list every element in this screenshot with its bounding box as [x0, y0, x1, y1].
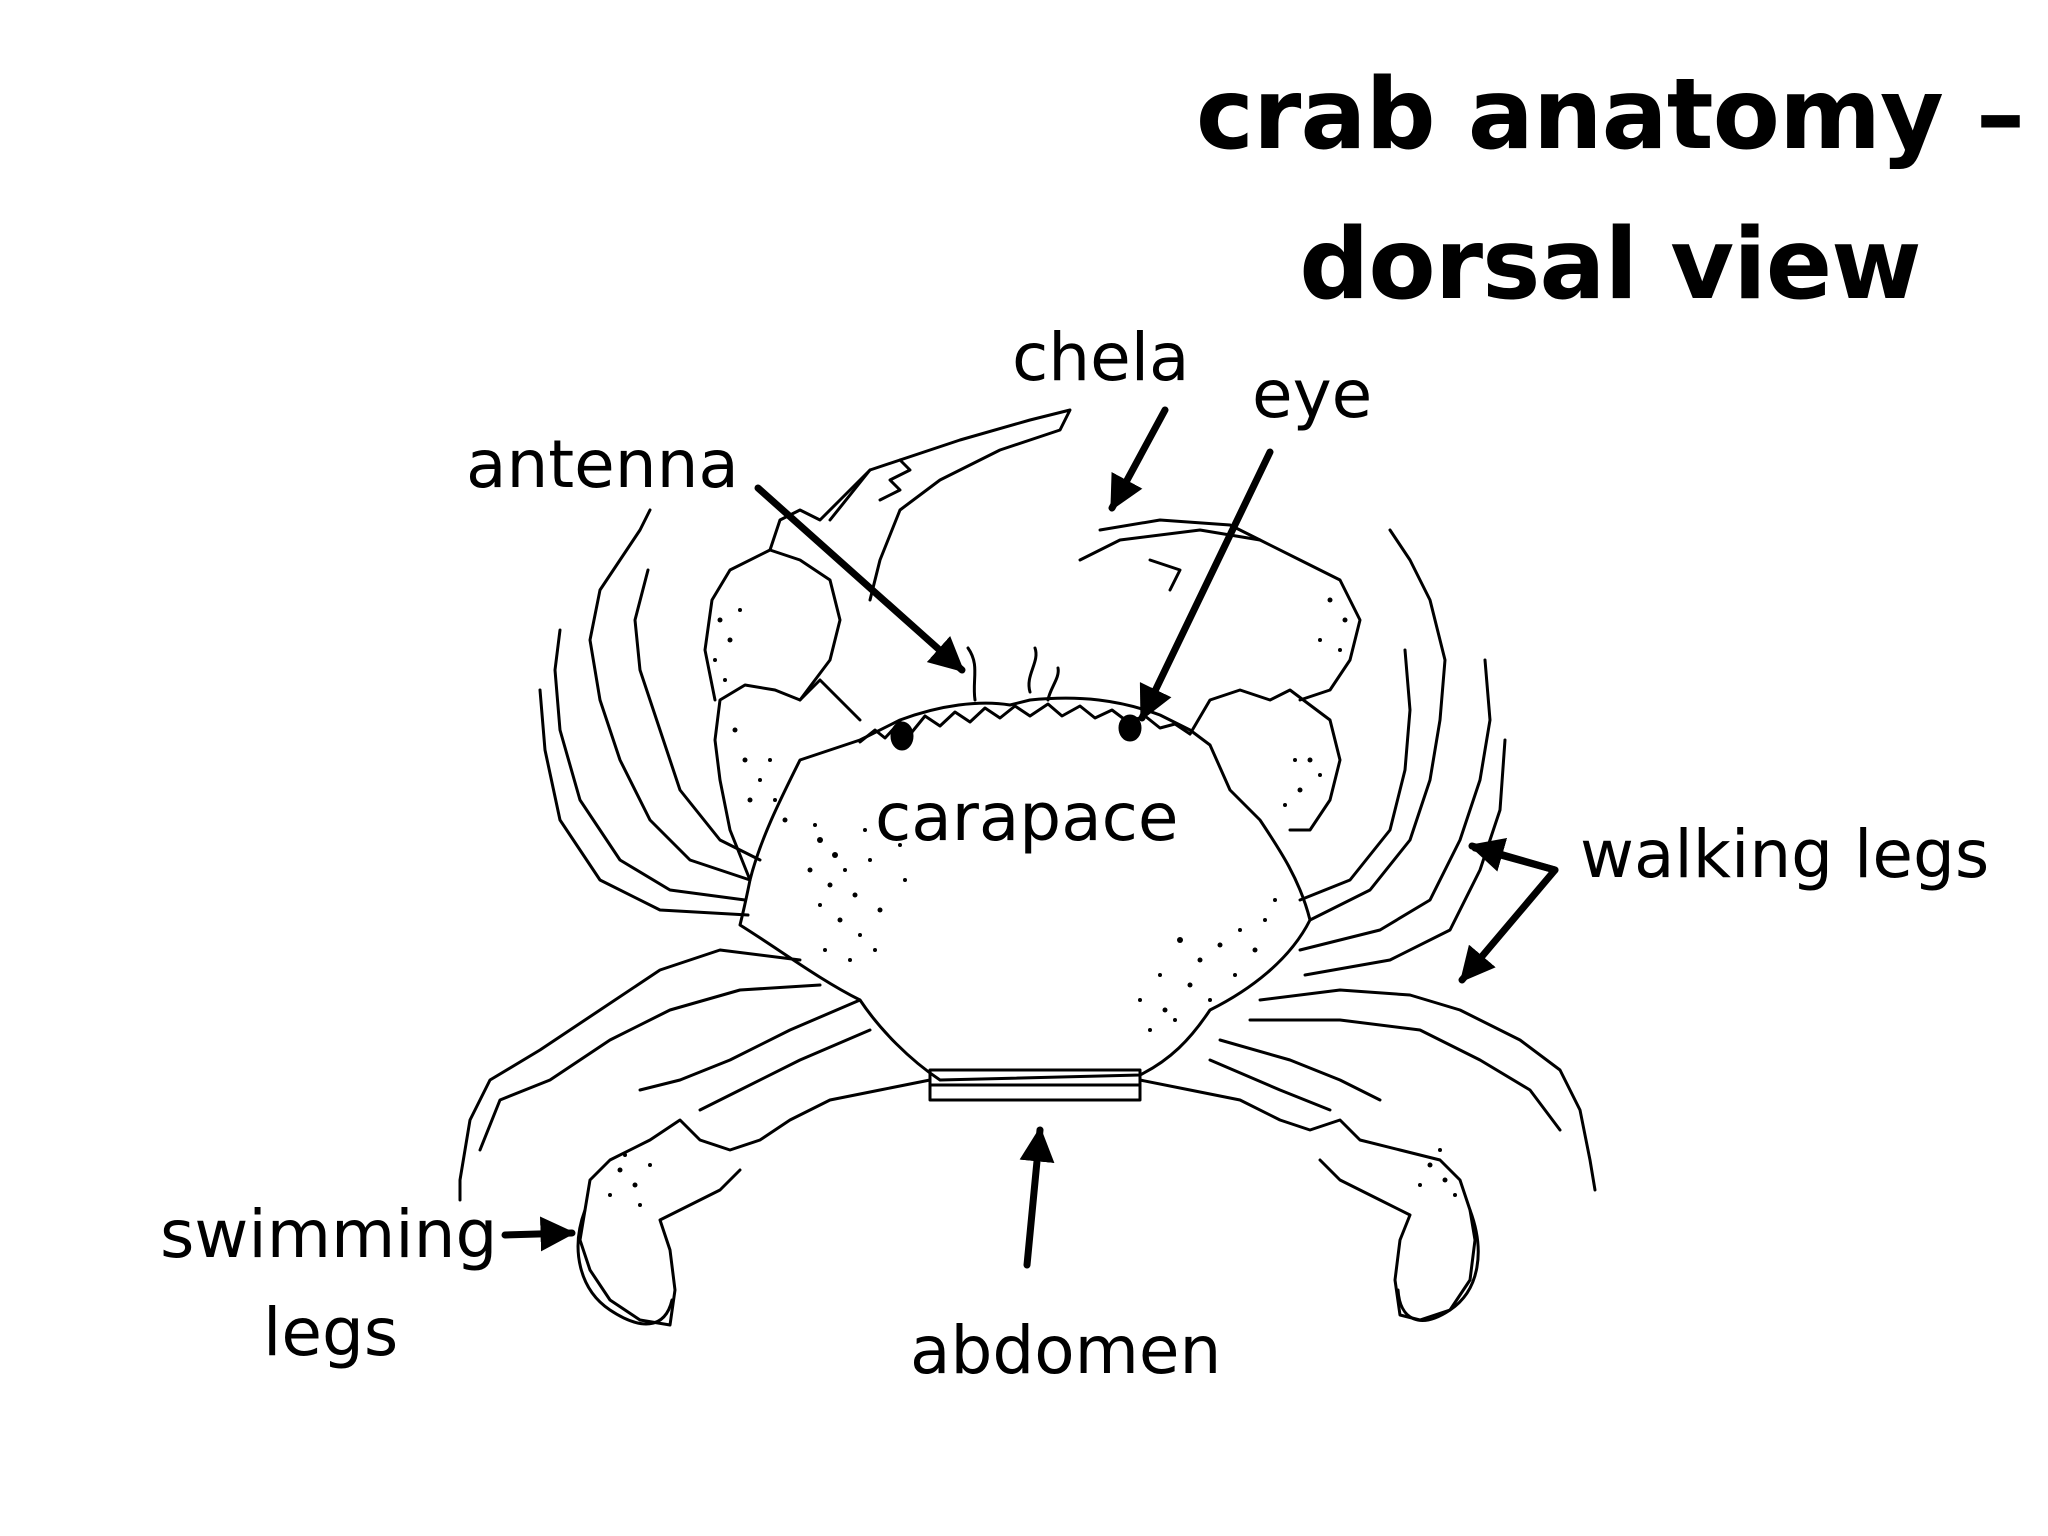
right-swimming-paddle [1396, 1208, 1480, 1322]
arrow-walking-legs-upper [1468, 837, 1559, 874]
antenna-left-shape [966, 646, 977, 702]
right-cheliped-merus [1078, 528, 1362, 702]
left-walking-leg-4 [638, 998, 872, 1112]
left-cheliped [713, 678, 862, 882]
label-walking-legs: walking legs [1580, 816, 1990, 893]
carapace-outline [738, 696, 1312, 1082]
arrow-eye [1138, 448, 1274, 722]
arrow-chela [1108, 406, 1169, 512]
left-swimming-stipple [608, 1153, 652, 1207]
left-walking-leg-3 [458, 948, 822, 1202]
left-swimming-leg [578, 1078, 932, 1327]
left-walking-leg-1 [588, 508, 762, 882]
chela-fingers [828, 408, 1072, 602]
eye-right-shape [1118, 714, 1142, 742]
label-chela: chela [1012, 319, 1190, 396]
right-cheliped [1188, 688, 1342, 832]
carapace-stipple [807, 823, 1277, 1032]
title-line-1: crab anatomy – [1195, 58, 2025, 172]
right-swimming-leg [1138, 1078, 1477, 1322]
label-antenna: antenna [466, 426, 739, 503]
eye-left-shape [890, 721, 914, 751]
arrow-abdomen [1019, 1126, 1055, 1269]
left-swimming-paddle [576, 1208, 674, 1326]
left-walking-leg-2 [538, 628, 750, 917]
abdomen-band-shape [928, 1068, 1142, 1102]
right-swimming-stipple [1418, 1148, 1457, 1197]
right-walking-leg-3 [1248, 988, 1597, 1192]
label-swimming-legs-2: legs [263, 1294, 399, 1371]
left-cheliped-merus [703, 548, 842, 702]
right-walking-leg-4 [1208, 1038, 1382, 1112]
label-swimming-legs-1: swimming [160, 1196, 498, 1273]
left-cheliped-carpus [768, 468, 872, 552]
left-chela-stipple [713, 608, 788, 823]
right-chela-stipple [1283, 597, 1348, 807]
right-walking-leg-2 [1298, 658, 1507, 977]
label-eye: eye [1252, 356, 1373, 433]
arrow-antenna [754, 484, 966, 674]
label-carapace: carapace [875, 779, 1179, 856]
right-cheliped-carpus [1098, 518, 1262, 592]
right-walking-leg-1 [1298, 528, 1447, 922]
antenna-right-shape [1027, 646, 1060, 702]
label-abdomen: abdomen [910, 1312, 1222, 1389]
title-line-2: dorsal view [1299, 208, 1921, 322]
diagram-title: crab anatomy – dorsal view [1180, 40, 2040, 340]
arrow-swimming-legs [501, 1216, 576, 1252]
